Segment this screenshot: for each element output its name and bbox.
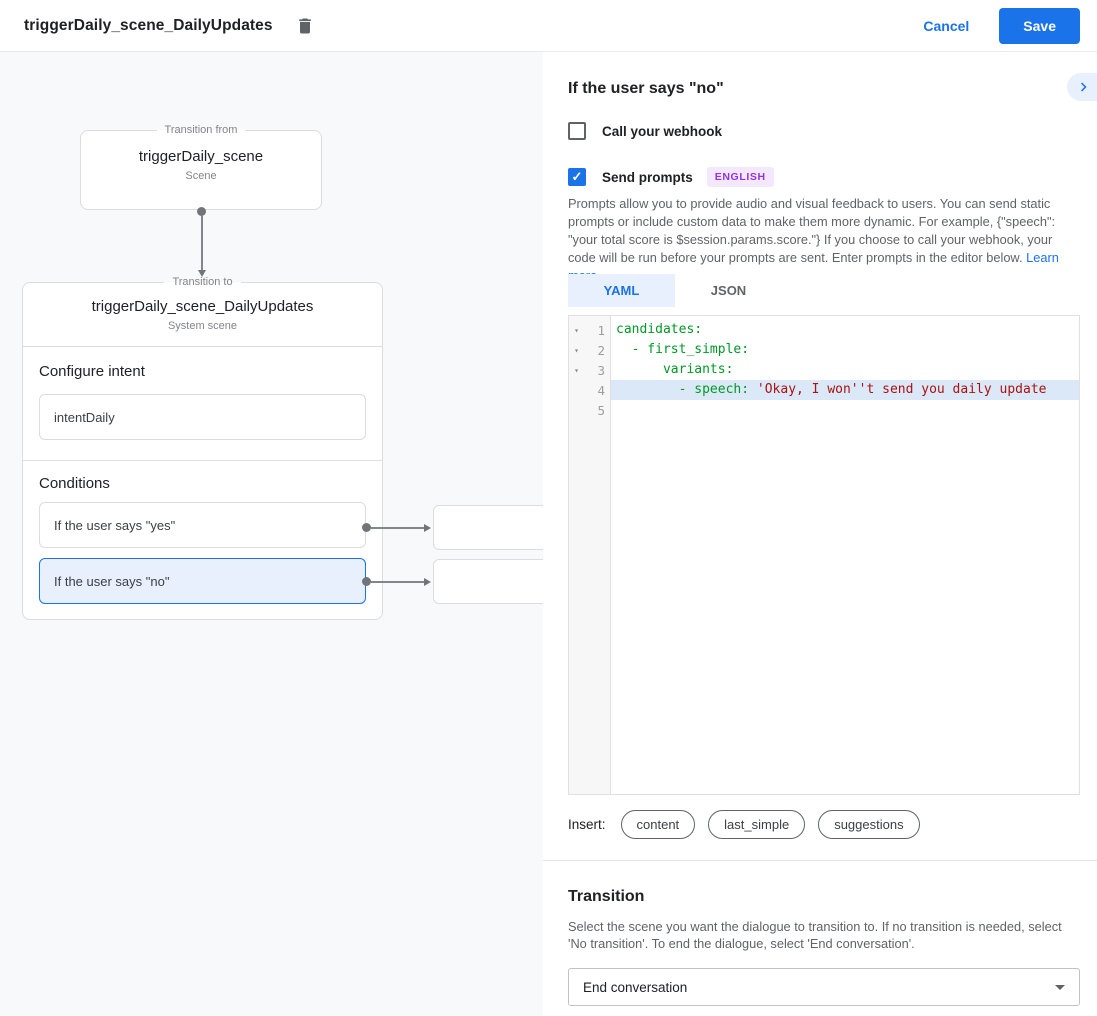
code-line: - first_simple: bbox=[611, 340, 1079, 360]
tab-json[interactable]: JSON bbox=[675, 274, 782, 307]
scene-graph-canvas: Transition from triggerDaily_scene Scene… bbox=[0, 52, 543, 1016]
line-number: 5 bbox=[597, 402, 605, 418]
arrow-head bbox=[197, 270, 206, 277]
tab-yaml[interactable]: YAML bbox=[568, 274, 675, 307]
page-title: triggerDaily_scene_DailyUpdates bbox=[24, 16, 273, 34]
language-badge: ENGLISH bbox=[706, 167, 774, 187]
code-line: variants: bbox=[611, 360, 1079, 380]
checkmark-icon: ✓ bbox=[571, 169, 583, 184]
fold-icon[interactable]: ▾ bbox=[574, 365, 579, 375]
from-scene-type: Scene bbox=[185, 170, 217, 182]
insert-suggestions-button[interactable]: suggestions bbox=[818, 810, 920, 839]
line-number: 2 bbox=[597, 342, 605, 358]
code-line: candidates: bbox=[611, 320, 1079, 340]
call-webhook-label: Call your webhook bbox=[602, 123, 723, 139]
transition-selected-value: End conversation bbox=[583, 979, 688, 995]
fold-icon[interactable]: ▾ bbox=[574, 345, 579, 355]
collapse-panel-button[interactable] bbox=[1067, 73, 1097, 101]
transition-from-legend: Transition from bbox=[164, 124, 238, 136]
insert-toolbar: Insert: content last_simple suggestions bbox=[568, 810, 920, 839]
prompt-code-editor[interactable]: ▾ 1 ▾ 2 ▾ 3 4 5 candidates: - first_simple:… bbox=[568, 315, 1080, 795]
prompts-description-text: Prompts allow you to provide audio and v… bbox=[568, 196, 1056, 265]
line-number: 4 bbox=[597, 382, 605, 398]
editor-format-tabs: YAML JSON bbox=[568, 274, 782, 307]
yaml-key: variants: bbox=[616, 362, 734, 377]
condition-detail-panel: If the user says "no" Call your webhook … bbox=[543, 52, 1097, 1016]
arrow-origin-dot bbox=[362, 523, 371, 532]
condition-item-yes[interactable]: If the user says "yes" bbox=[39, 502, 366, 548]
save-button[interactable]: Save bbox=[999, 7, 1080, 44]
top-bar: triggerDaily_scene_DailyUpdates Cancel S… bbox=[0, 0, 1097, 52]
condition-no-arrow bbox=[362, 577, 431, 586]
delete-button[interactable] bbox=[293, 14, 317, 38]
section-divider bbox=[543, 860, 1097, 861]
arrow-origin-dot bbox=[362, 577, 371, 586]
prompts-description: Prompts allow you to provide audio and v… bbox=[568, 195, 1080, 285]
to-scene-type: System scene bbox=[167, 320, 238, 332]
webhook-row: Call your webhook bbox=[568, 122, 722, 140]
send-prompts-label: Send prompts bbox=[602, 169, 693, 185]
arrow-line bbox=[371, 580, 424, 583]
yaml-key: - speech: bbox=[616, 382, 757, 397]
conditions-heading: Conditions bbox=[39, 475, 110, 492]
line-number: 3 bbox=[597, 362, 605, 378]
condition-label: If the user says "no" bbox=[54, 573, 170, 589]
chevron-right-icon bbox=[1081, 82, 1087, 92]
condition-panel-title: If the user says "no" bbox=[568, 80, 724, 97]
intent-name: intentDaily bbox=[54, 409, 115, 425]
editor-gutter: ▾ 1 ▾ 2 ▾ 3 4 5 bbox=[569, 316, 611, 794]
arrow-line bbox=[371, 526, 424, 529]
yaml-string: 'Okay, I won''t send you daily update bbox=[756, 382, 1047, 397]
condition-yes-target-box[interactable] bbox=[433, 505, 543, 550]
call-webhook-checkbox[interactable] bbox=[568, 122, 586, 140]
code-line-active: - speech: 'Okay, I won''t send you daily… bbox=[611, 380, 1079, 400]
condition-yes-arrow bbox=[362, 523, 431, 532]
send-prompts-checkbox[interactable]: ✓ bbox=[568, 168, 586, 186]
scene-card-body: Configure intent intentDaily Conditions … bbox=[23, 346, 382, 619]
transition-from-node[interactable]: Transition from triggerDaily_scene Scene bbox=[80, 124, 322, 210]
transition-to-node[interactable]: Transition to triggerDaily_scene_DailyUp… bbox=[22, 276, 383, 620]
yaml-key: - first_simple: bbox=[616, 342, 750, 357]
configure-intent-section: Configure intent intentDaily bbox=[23, 347, 382, 460]
transition-arrow-down bbox=[197, 207, 206, 277]
from-scene-name: triggerDaily_scene bbox=[138, 148, 264, 165]
arrow-head bbox=[424, 523, 431, 532]
transition-to-legend: Transition to bbox=[172, 276, 233, 288]
yaml-key: candidates: bbox=[616, 322, 703, 337]
editor-code-area[interactable]: candidates: - first_simple: variants: - … bbox=[611, 316, 1079, 794]
line-number: 1 bbox=[597, 322, 605, 338]
insert-last-simple-button[interactable]: last_simple bbox=[708, 810, 806, 839]
fold-icon[interactable]: ▾ bbox=[574, 325, 579, 335]
transition-select[interactable]: End conversation bbox=[568, 968, 1080, 1006]
conditions-section: Conditions If the user says "yes" If the… bbox=[23, 460, 382, 619]
intent-field[interactable]: intentDaily bbox=[39, 394, 366, 440]
configure-intent-heading: Configure intent bbox=[39, 363, 145, 380]
send-prompts-row: ✓ Send prompts ENGLISH bbox=[568, 167, 774, 187]
condition-no-target-box[interactable] bbox=[433, 559, 543, 604]
insert-label: Insert: bbox=[568, 817, 606, 832]
scene-card-header: triggerDaily_scene_DailyUpdates System s… bbox=[23, 288, 382, 346]
arrow-origin-dot bbox=[197, 207, 206, 216]
condition-label: If the user says "yes" bbox=[54, 517, 176, 533]
cancel-button[interactable]: Cancel bbox=[923, 17, 970, 34]
condition-item-no[interactable]: If the user says "no" bbox=[39, 558, 366, 604]
insert-content-button[interactable]: content bbox=[620, 810, 696, 839]
to-scene-name: triggerDaily_scene_DailyUpdates bbox=[91, 298, 314, 315]
arrow-head bbox=[424, 577, 431, 586]
transition-description: Select the scene you want the dialogue t… bbox=[568, 919, 1062, 951]
transition-heading: Transition bbox=[568, 888, 645, 905]
arrow-line bbox=[200, 216, 203, 270]
trash-icon bbox=[298, 18, 311, 33]
dropdown-caret-icon bbox=[1055, 984, 1065, 990]
code-line bbox=[611, 400, 1079, 420]
